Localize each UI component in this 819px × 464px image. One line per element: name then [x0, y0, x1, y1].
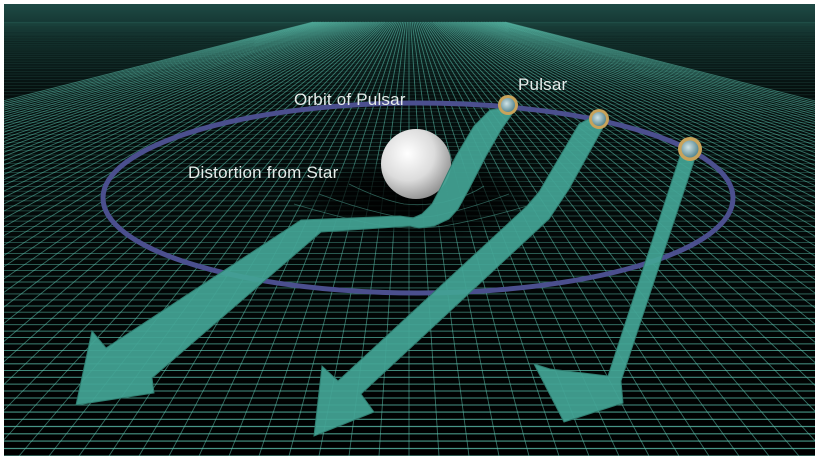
pulsar-marker-1: [498, 95, 518, 115]
distortion-label: Distortion from Star: [188, 163, 339, 182]
pulsar-label: Pulsar: [518, 75, 568, 94]
pulsar-markers: [498, 95, 702, 161]
signal-arrow-left: [75, 107, 513, 406]
pulsar-orbit-diagram: Orbit of Pulsar Pulsar Distortion from S…: [4, 4, 815, 456]
star-sphere: [381, 129, 451, 199]
signal-arrow-middle: [313, 115, 606, 437]
signal-arrow-right: [533, 146, 698, 423]
pulsar-marker-3: [678, 137, 702, 161]
orbit-label: Orbit of Pulsar: [294, 90, 406, 109]
orbit-ellipse: [100, 100, 736, 296]
signal-arrows: [75, 107, 698, 437]
pulsar-marker-2: [589, 109, 609, 129]
